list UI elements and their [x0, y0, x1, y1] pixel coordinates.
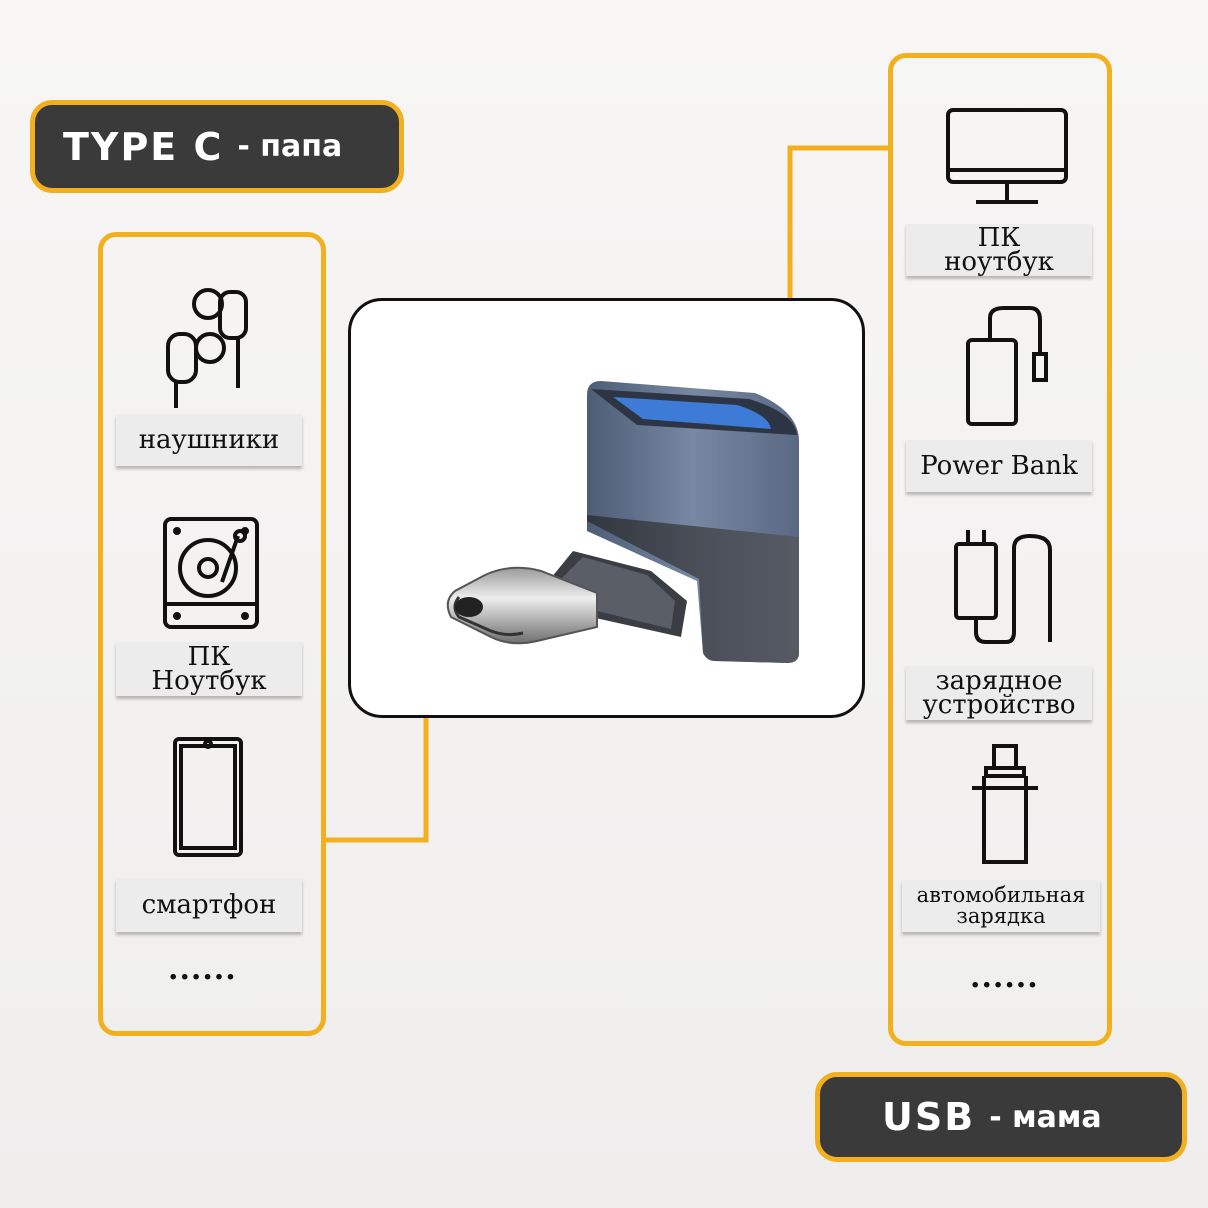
- usb-badge-subtitle: - мама: [989, 1099, 1102, 1135]
- charger-icon: [954, 530, 1052, 644]
- usb-badge-title: USB: [882, 1095, 976, 1139]
- smartphone-icon: [173, 737, 243, 857]
- right-more-ellipsis: ......: [970, 960, 1039, 995]
- usb-devices-panel: [888, 53, 1112, 1046]
- right-item-text: ПК: [977, 223, 1021, 253]
- right-item-text: Power Bank: [920, 451, 1078, 481]
- left-item-label-smartphone: смартфон: [116, 878, 302, 932]
- right-item-text: ноутбук: [944, 247, 1054, 277]
- right-item-label-pc-notebook: ПК ноутбук: [906, 224, 1092, 276]
- type-c-badge: TYPE C - папа: [30, 100, 404, 193]
- left-item-label-earphones: наушники: [116, 414, 302, 466]
- monitor-icon: [946, 108, 1068, 204]
- right-item-text: автомобильная: [916, 883, 1086, 907]
- type-c-devices-panel: [98, 232, 326, 1036]
- left-item-text: смартфон: [141, 890, 277, 920]
- left-item-text: Ноутбук: [151, 666, 267, 696]
- car-charger-icon: [972, 744, 1038, 864]
- left-item-text: наушники: [138, 425, 280, 455]
- type-c-badge-title: TYPE C: [63, 124, 224, 169]
- right-item-label-power-bank: Power Bank: [906, 440, 1092, 492]
- left-item-text: ПК: [187, 642, 231, 672]
- earphones-icon: [166, 288, 248, 408]
- right-item-label-charger: зарядное устройство: [906, 666, 1092, 720]
- left-more-ellipsis: ......: [168, 952, 237, 987]
- right-item-text: зарядное: [935, 666, 1063, 696]
- right-item-text: устройство: [922, 690, 1076, 720]
- product-card: [348, 298, 865, 718]
- type-c-badge-subtitle: - папа: [237, 129, 343, 164]
- right-item-label-car-charger: автомобильная зарядка: [902, 880, 1100, 932]
- power-bank-icon: [966, 306, 1048, 426]
- left-item-label-pc-notebook: ПК Ноутбук: [116, 642, 302, 696]
- right-item-text: зарядка: [956, 904, 1046, 928]
- hard-drive-icon: [163, 517, 259, 629]
- usb-c-adapter-image: [446, 381, 799, 663]
- usb-badge: USB - мама: [815, 1072, 1187, 1162]
